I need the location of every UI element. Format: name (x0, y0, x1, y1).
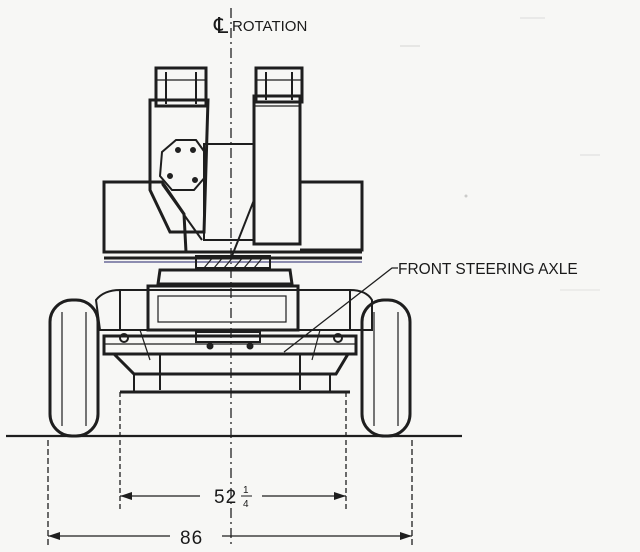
boom-assembly (102, 66, 364, 263)
dimension-lines (47, 392, 413, 548)
turret-body (102, 180, 188, 254)
overall-width-dimension: 86 (180, 528, 203, 549)
paper-marks (400, 17, 600, 291)
swing-bearing (195, 255, 271, 269)
axle-leader-line (283, 267, 398, 353)
front-steering-axle (102, 334, 358, 356)
left-boom-column (148, 98, 210, 234)
inner-track-dimension: 52 1 4 (214, 485, 252, 510)
svg-text:4: 4 (243, 499, 249, 510)
right-tire (360, 298, 412, 438)
hex-mount-plate (158, 139, 207, 191)
rotation-label: ROTATION (232, 18, 307, 35)
dimension-arrows (48, 492, 412, 540)
right-boom-clamp (254, 66, 304, 104)
svg-text:52: 52 (214, 487, 237, 508)
chassis (94, 268, 373, 394)
left-tire (48, 298, 100, 438)
right-boom-column (252, 94, 302, 246)
svg-text:1: 1 (243, 485, 249, 496)
front-steering-axle-label: FRONT STEERING AXLE (398, 261, 578, 278)
left-boom-clamp (154, 66, 208, 108)
rotation-centerline-symbol: ℄ (213, 13, 229, 38)
central-mast (203, 143, 255, 241)
